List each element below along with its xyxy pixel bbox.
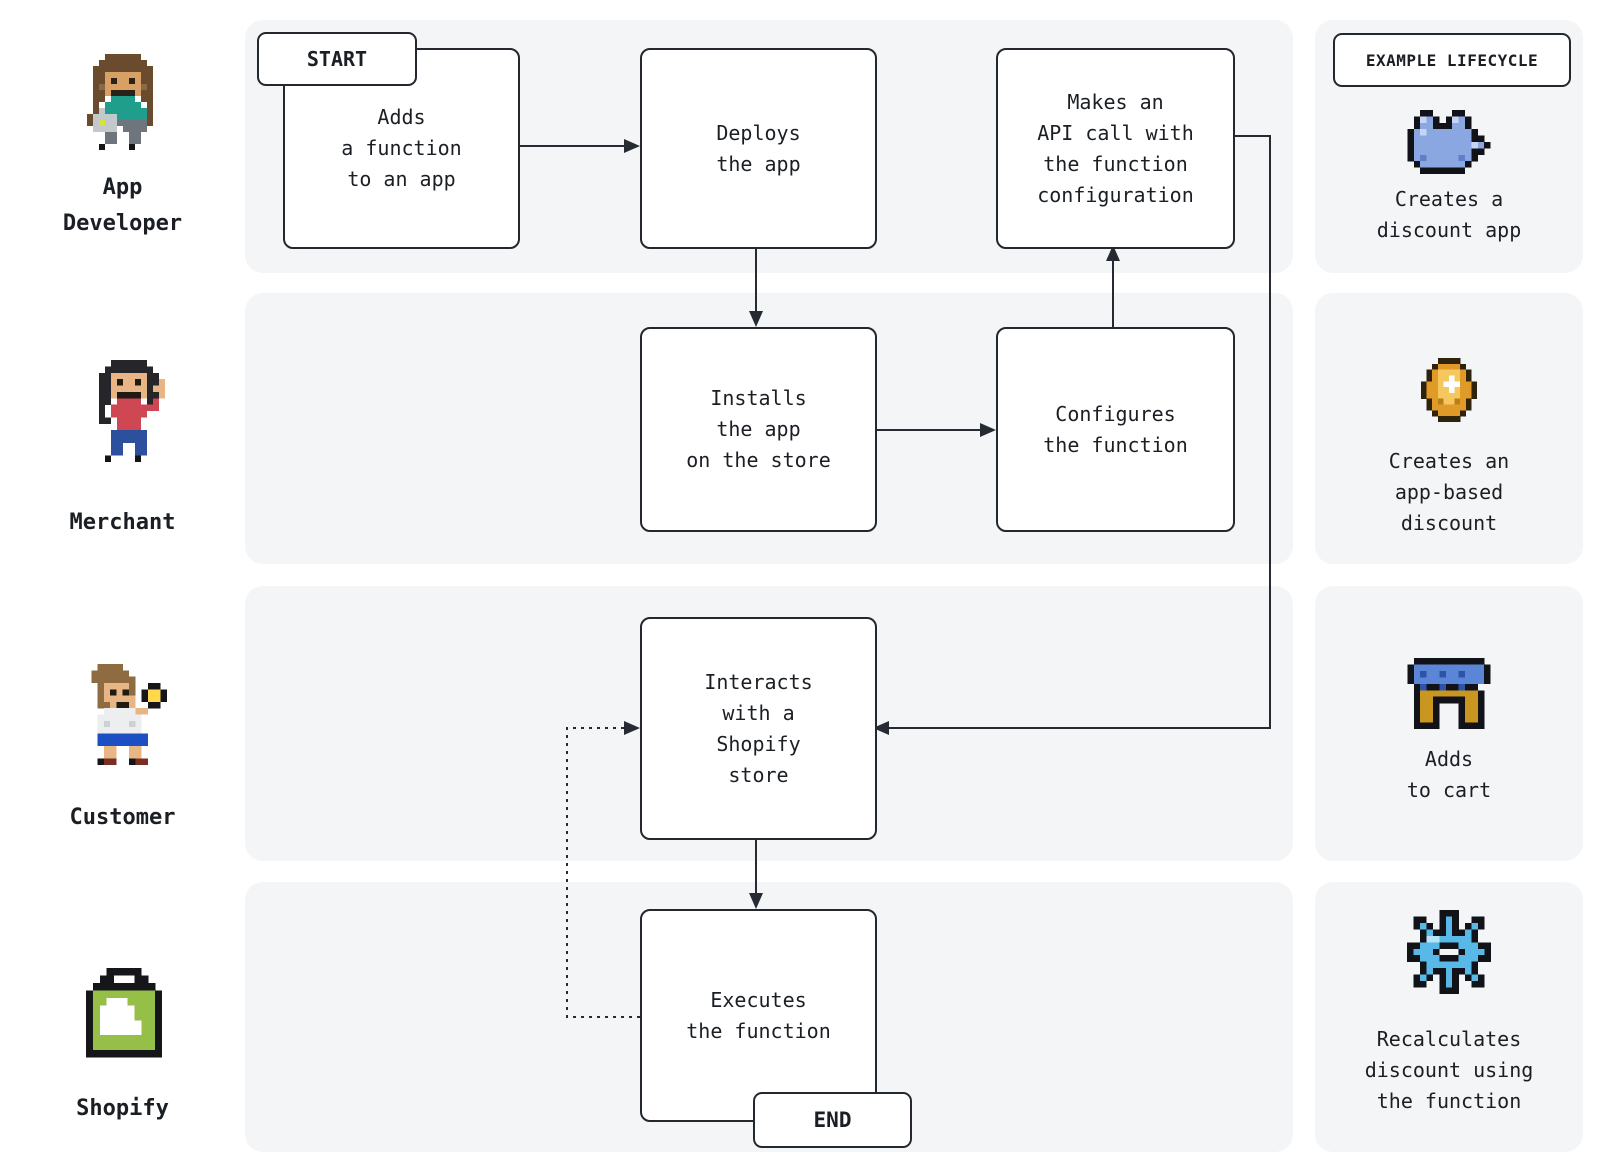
store-icon [1401,658,1497,729]
actor-label-merchant: Merchant [69,510,176,535]
example-lifecycle-tag: EXAMPLE LIFECYCLE [1333,33,1571,87]
shopify-bag-icon [79,968,169,1065]
developer-avatar [81,54,165,150]
coin-icon [1421,358,1477,422]
flow-box-deploys-app: Deploys the app [640,48,877,249]
lifecycle-panel-2 [1315,293,1583,564]
actor-label-app-developer: App Developer [62,175,183,236]
puzzle-icon [1401,110,1497,174]
flow-box-configures-function: Configures the function [996,327,1235,532]
lifecycle-caption-4: Recalculates discount using the function [1364,1027,1534,1113]
actor-label-shopify: Shopify [76,1096,169,1121]
flow-box-interacts-store: Interacts with a Shopify store [640,617,877,840]
merchant-avatar [87,360,171,462]
gear-icon [1407,910,1491,994]
end-tag: END [753,1092,912,1148]
actor-label-customer: Customer [69,805,176,830]
lifecycle-caption-3: Adds to cart [1406,747,1492,802]
flow-box-makes-api-call: Makes an API call with the function conf… [996,48,1235,249]
start-tag: START [257,32,417,86]
lifecycle-panel-3 [1315,586,1583,861]
lifecycle-caption-2: Creates an app-based discount [1388,449,1510,535]
customer-avatar [85,664,173,765]
lifecycle-caption-1: Creates a discount app [1376,187,1522,242]
flow-box-installs-app: Installs the app on the store [640,327,877,532]
flow-box-executes-function: Executes the function [640,909,877,1122]
